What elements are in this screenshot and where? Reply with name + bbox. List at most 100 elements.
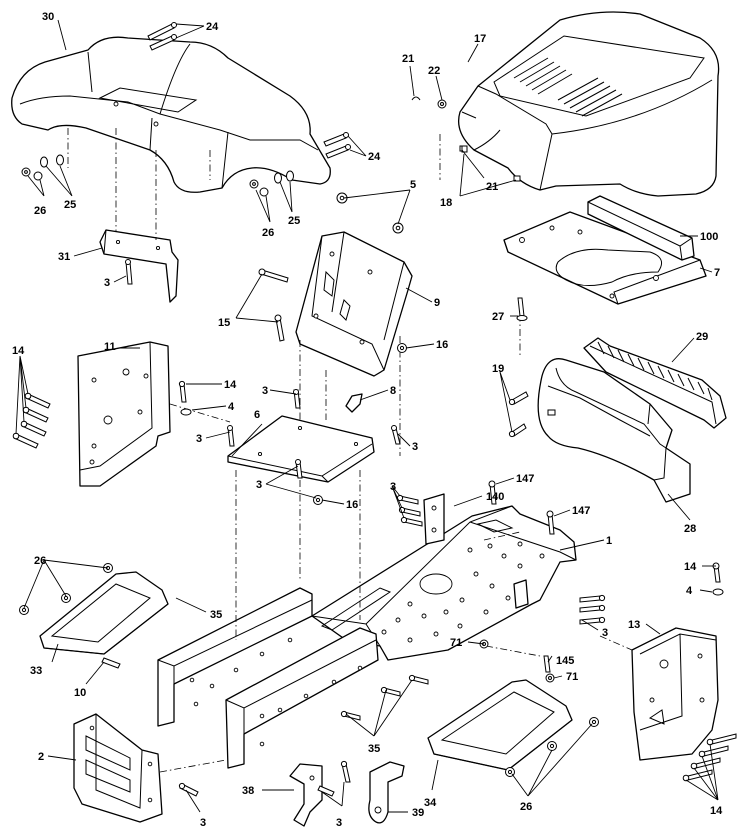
part-13-right-panel	[631, 627, 719, 761]
bolt-icon	[178, 782, 199, 797]
bolt-icon	[101, 657, 121, 669]
washer-icon	[180, 408, 192, 416]
callout-3: 3	[602, 627, 608, 639]
callout-26: 26	[34, 555, 46, 567]
callout-100: 100	[700, 231, 718, 243]
callout-35: 35	[210, 609, 222, 621]
bolt-icon	[682, 769, 713, 782]
bolt-icon	[147, 22, 177, 41]
leader-lines	[15, 19, 719, 813]
bolt-icon	[20, 420, 47, 437]
callout-33: 33	[30, 665, 42, 677]
bolt-icon	[178, 380, 187, 403]
callout-19: 19	[492, 363, 504, 375]
callout-14: 14	[224, 379, 237, 391]
part-1-frame	[311, 493, 577, 661]
nut-icon	[249, 179, 259, 189]
callout-35: 35	[368, 743, 380, 755]
washer-icon	[56, 154, 64, 166]
callout-14: 14	[12, 345, 25, 357]
callout-30: 30	[42, 11, 54, 23]
hood-grille-top	[513, 57, 623, 117]
bolt-icon	[24, 392, 51, 409]
callout-8: 8	[390, 385, 396, 397]
part-100-strip	[587, 195, 695, 261]
part-7-plate	[503, 211, 707, 305]
callout-10: 10	[74, 687, 86, 699]
part-31-bracket	[99, 229, 179, 303]
callout-24: 24	[206, 21, 219, 33]
callout-26: 26	[520, 801, 532, 813]
bolt-icon	[323, 132, 349, 147]
washer-icon	[40, 156, 48, 168]
callout-4: 4	[686, 585, 693, 597]
frame-rail-upper	[157, 587, 313, 727]
bolt-icon	[579, 604, 606, 613]
part-6-plate	[227, 415, 375, 483]
callout-13: 13	[628, 619, 640, 631]
callout-71: 71	[450, 637, 462, 649]
part-2-rear-plate	[73, 713, 163, 823]
callout-1: 1	[606, 535, 612, 547]
frame-holes	[381, 541, 545, 643]
nut-icon	[21, 167, 31, 177]
nut-icon	[545, 673, 555, 683]
callout-71: 71	[566, 671, 578, 683]
part-33-footrest	[39, 571, 169, 655]
callout-145: 145	[556, 655, 574, 667]
nut-icon	[411, 96, 421, 101]
callout-16: 16	[346, 499, 358, 511]
callout-25: 25	[288, 215, 300, 227]
bolt-icon	[325, 144, 351, 159]
part-29-grille	[583, 337, 727, 429]
bolt-icon	[149, 34, 177, 51]
bolt-icon	[488, 480, 497, 505]
bolt-icon	[400, 516, 423, 527]
callout-24: 24	[368, 151, 381, 163]
callout-3: 3	[390, 481, 396, 493]
callout-140: 140	[486, 491, 504, 503]
bolt-icon	[274, 314, 285, 342]
callout-17: 17	[474, 33, 486, 45]
bolt-icon	[706, 733, 737, 746]
callout-7: 7	[714, 267, 720, 279]
bolt-icon	[698, 745, 729, 758]
bolt-icon	[340, 710, 361, 721]
callout-22: 22	[428, 65, 440, 77]
bolt-icon	[516, 297, 528, 321]
frame-rail-lower	[225, 627, 379, 769]
bolt-icon	[22, 406, 49, 423]
nut-icon	[19, 605, 29, 615]
bolt-icon	[227, 425, 235, 447]
bolt-icon	[258, 268, 289, 283]
part-30-fender	[11, 36, 331, 193]
callout-14: 14	[710, 805, 723, 817]
bolt-icon	[12, 432, 39, 449]
callout-4: 4	[228, 401, 235, 413]
part-11-left-panel	[77, 341, 171, 487]
callout-25: 25	[64, 199, 76, 211]
part-39-bracket	[368, 761, 405, 824]
part-38-bracket	[289, 763, 323, 827]
callout-6: 6	[254, 409, 260, 421]
nut-icon	[437, 99, 447, 109]
bolt-icon	[546, 510, 555, 535]
nut-icon	[313, 495, 323, 505]
callout-31: 31	[58, 251, 70, 263]
callout-26: 26	[262, 227, 274, 239]
callout-3: 3	[412, 441, 418, 453]
nut-icon	[61, 593, 71, 603]
nut-icon	[547, 741, 557, 751]
callout-16: 16	[436, 339, 448, 351]
callout-2: 2	[38, 751, 44, 763]
washer-icon	[274, 172, 282, 184]
callout-39: 39	[412, 807, 424, 819]
bolt-icon	[380, 686, 401, 697]
hardware	[12, 22, 737, 797]
callout-21: 21	[402, 53, 414, 65]
bolt-icon	[125, 259, 133, 285]
callout-27: 27	[492, 311, 504, 323]
bolt-icon	[317, 785, 335, 797]
bolt-icon	[391, 425, 401, 445]
callout-147: 147	[572, 505, 590, 517]
